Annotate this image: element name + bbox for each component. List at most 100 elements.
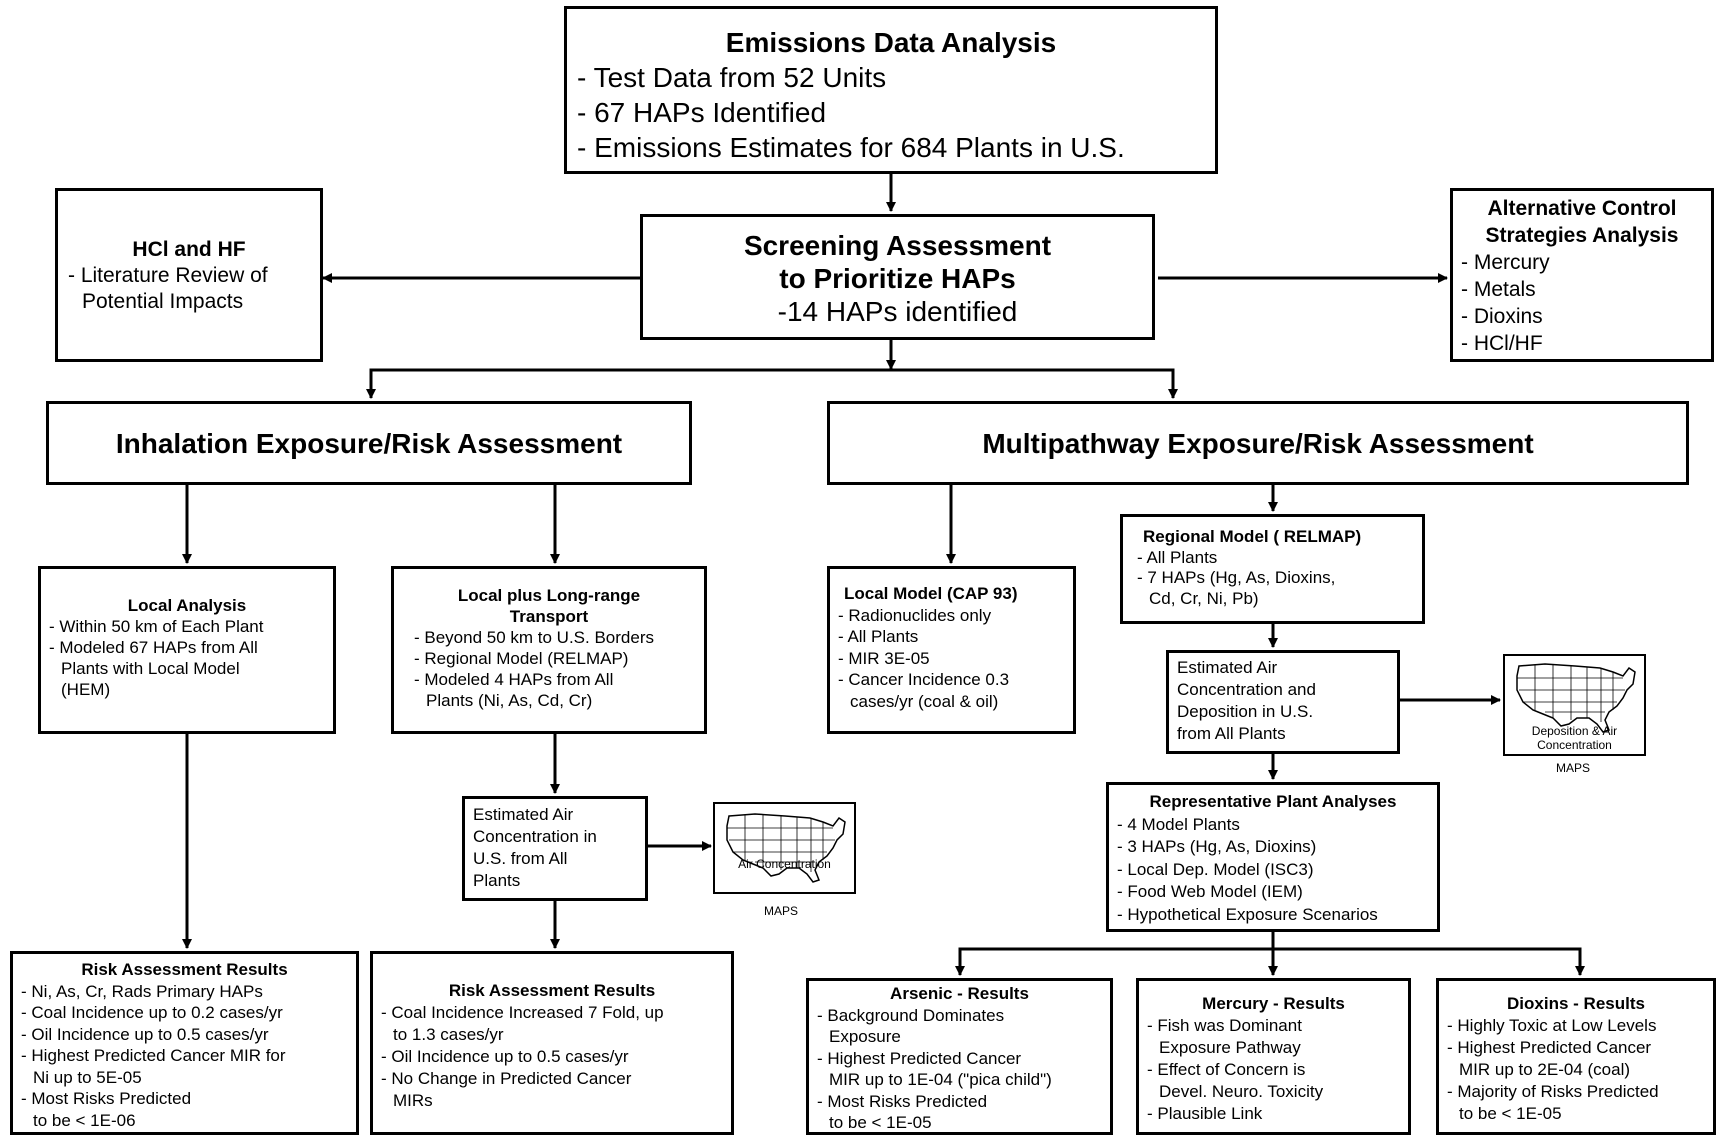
est-air-left-item: U.S. from All — [473, 849, 568, 868]
risk-left-title: Risk Assessment Results — [81, 960, 288, 979]
local-analysis-item: - Within 50 km of Each Plant — [49, 617, 264, 636]
arsenic-item: - Most Risks Predicted — [817, 1091, 988, 1111]
map-dep-caption-1: Deposition & Air — [1531, 724, 1618, 738]
local-analysis-box: Local Analysis - Within 50 km of Each Pl… — [38, 566, 336, 734]
screening-title-1: Screening Assessment — [743, 230, 1052, 261]
emissions-box: Emissions Data Analysis - Test Data from… — [564, 6, 1218, 174]
risk-left-item: - Most Risks Predicted — [21, 1089, 192, 1108]
mercury-item: - Fish was Dominant — [1147, 1016, 1302, 1035]
arsenic-item: MIR up to 1E-04 ("pica child") — [829, 1070, 1052, 1089]
risk-mid-item: - Coal Incidence Increased 7 Fold, up — [381, 1003, 664, 1022]
arsenic-item: - Highest Predicted Cancer — [817, 1048, 1022, 1068]
rep-plant-title: Representative Plant Analyses — [1149, 792, 1397, 811]
long-range-item: - Beyond 50 km to U.S. Borders — [414, 628, 654, 647]
est-air-right-item: Estimated Air — [1177, 658, 1278, 677]
dioxins-item: - Majority of Risks Predicted — [1447, 1082, 1659, 1101]
hcl-item: Potential Impacts — [82, 290, 244, 313]
mercury-item: Exposure Pathway — [1159, 1038, 1301, 1057]
risk-left-item: to be < 1E-06 — [33, 1110, 136, 1130]
regional-model-title: Regional Model ( RELMAP) — [1143, 527, 1362, 546]
risk-mid-item: - No Change in Predicted Cancer — [381, 1069, 632, 1088]
local-model-box: Local Model (CAP 93) - Radionuclides onl… — [827, 566, 1076, 734]
risk-mid-item: MIRs — [393, 1091, 433, 1110]
risk-left-item: - Oil Incidence up to 0.5 cases/yr — [21, 1024, 269, 1044]
hcl-box: HCl and HF - Literature Review of Potent… — [55, 188, 323, 362]
deposition-map: Deposition & Air Concentration — [1503, 654, 1646, 756]
est-air-left-item: Estimated Air — [473, 805, 574, 824]
local-model-title: Local Model (CAP 93) — [844, 584, 1018, 603]
mercury-item: - Plausible Link — [1147, 1104, 1263, 1123]
est-air-right-box: Estimated Air Concentration and Depositi… — [1166, 650, 1400, 754]
mercury-title: Mercury - Results — [1202, 994, 1345, 1013]
regional-model-item: - 7 HAPs (Hg, As, Dioxins, — [1137, 568, 1336, 587]
alternative-item: - Dioxins — [1461, 305, 1543, 328]
local-analysis-title: Local Analysis — [127, 596, 247, 615]
regional-model-box: Regional Model ( RELMAP) - All Plants - … — [1120, 514, 1425, 624]
local-model-item: cases/yr (coal & oil) — [850, 691, 999, 711]
hcl-item: - Literature Review of — [68, 264, 268, 287]
alternative-item: - HCl/HF — [1461, 332, 1543, 355]
risk-left-item: - Highest Predicted Cancer MIR for — [21, 1046, 286, 1065]
local-model-item: - All Plants — [838, 627, 919, 646]
arsenic-item: Exposure — [829, 1027, 901, 1046]
risk-mid-box: Risk Assessment Results - Coal Incidence… — [370, 951, 734, 1135]
est-air-left-item: Concentration in — [473, 827, 597, 846]
risk-mid-item: - Oil Incidence up to 0.5 cases/yr — [381, 1047, 629, 1066]
long-range-box: Local plus Long-range Transport - Beyond… — [391, 566, 707, 734]
dioxins-title: Dioxins - Results — [1507, 994, 1645, 1013]
emissions-item: - 67 HAPs Identified — [577, 97, 827, 128]
arsenic-title: Arsenic - Results — [890, 984, 1029, 1003]
local-analysis-item: - Modeled 67 HAPs from All — [49, 638, 258, 657]
inhalation-box: Inhalation Exposure/Risk Assessment — [46, 401, 692, 485]
dioxins-item: to be < 1E-05 — [1459, 1104, 1562, 1123]
local-analysis-item: Plants with Local Model — [61, 659, 240, 678]
air-concentration-map: Air Concentration — [713, 802, 856, 894]
arsenic-box: Arsenic - Results - Background Dominates… — [806, 978, 1113, 1135]
risk-mid-item: to 1.3 cases/yr — [393, 1025, 504, 1044]
local-model-item: - MIR 3E-05 — [838, 648, 930, 668]
arsenic-item: - Background Dominates — [817, 1005, 1005, 1025]
regional-model-item: - All Plants — [1137, 547, 1218, 567]
alternative-title-2: Strategies Analysis — [1485, 224, 1679, 247]
emissions-item: - Test Data from 52 Units — [577, 62, 887, 93]
hcl-title: HCl and HF — [132, 238, 246, 261]
risk-left-item: - Coal Incidence up to 0.2 cases/yr — [21, 1003, 283, 1022]
rep-plant-box: Representative Plant Analyses - 4 Model … — [1106, 782, 1440, 932]
map-dep-caption-2: Concentration — [1537, 738, 1612, 752]
local-analysis-item: (HEM) — [61, 680, 111, 699]
est-air-left-item: Plants — [473, 871, 521, 890]
alternative-item: - Mercury — [1461, 251, 1550, 274]
rep-plant-item: - Food Web Model (IEM) — [1117, 882, 1303, 901]
alternative-box: Alternative Control Strategies Analysis … — [1450, 188, 1714, 362]
map-air-label: MAPS — [764, 904, 799, 918]
risk-left-item: - Ni, As, Cr, Rads Primary HAPs — [21, 981, 263, 1001]
arsenic-item: to be < 1E-05 — [829, 1113, 932, 1132]
us-map-icon — [726, 813, 846, 883]
mercury-item: - Effect of Concern is — [1147, 1060, 1306, 1079]
multipathway-box: Multipathway Exposure/Risk Assessment — [827, 401, 1689, 485]
us-map-icon — [1516, 663, 1636, 733]
risk-left-box: Risk Assessment Results - Ni, As, Cr, Ra… — [10, 951, 359, 1135]
long-range-title-1: Local plus Long-range — [457, 586, 641, 605]
screening-title-2: to Prioritize HAPs — [779, 263, 1016, 294]
risk-left-item: Ni up to 5E-05 — [33, 1067, 142, 1087]
dioxins-box: Dioxins - Results - Highly Toxic at Low … — [1436, 978, 1716, 1135]
rep-plant-item: - 4 Model Plants — [1117, 814, 1240, 834]
risk-mid-title: Risk Assessment Results — [448, 981, 656, 1000]
est-air-left-box: Estimated Air Concentration in U.S. from… — [462, 796, 648, 901]
screening-sub: -14 HAPs identified — [777, 296, 1018, 327]
local-model-item: - Cancer Incidence 0.3 — [838, 670, 1010, 689]
rep-plant-item: - Local Dep. Model (ISC3) — [1117, 859, 1314, 879]
long-range-item: - Modeled 4 HAPs from All — [414, 670, 614, 689]
dioxins-item: - Highest Predicted Cancer — [1447, 1038, 1652, 1057]
est-air-right-item: from All Plants — [1177, 724, 1286, 743]
dioxins-item: MIR up to 2E-04 (coal) — [1459, 1060, 1631, 1079]
regional-model-item: Cd, Cr, Ni, Pb) — [1149, 588, 1259, 608]
alternative-item: - Metals — [1461, 278, 1536, 301]
est-air-right-item: Concentration and — [1177, 680, 1316, 699]
dioxins-item: - Highly Toxic at Low Levels — [1447, 1016, 1657, 1035]
rep-plant-item: - 3 HAPs (Hg, As, Dioxins) — [1117, 837, 1317, 856]
long-range-item: Plants (Ni, As, Cd, Cr) — [426, 691, 593, 710]
long-range-title-2: Transport — [509, 607, 589, 626]
